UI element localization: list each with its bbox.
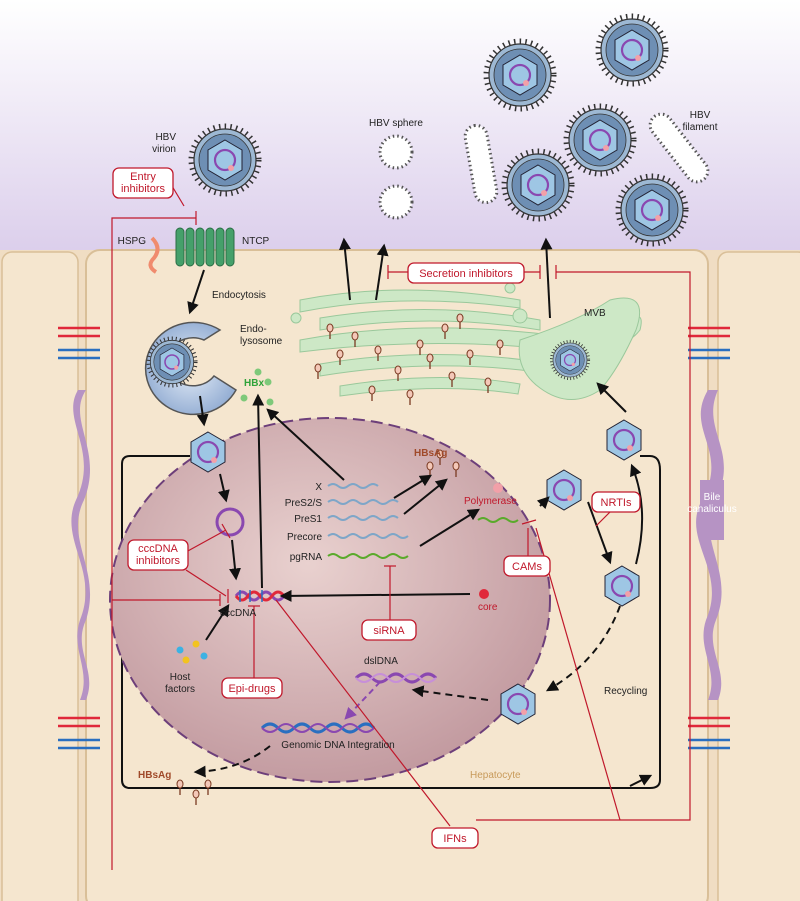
ntcp-receptor — [175, 227, 235, 267]
svg-text:NRTIs: NRTIs — [601, 497, 632, 509]
label-x: X — [315, 482, 322, 493]
svg-text:siRNA: siRNA — [373, 625, 405, 637]
host-factors-dots — [176, 640, 208, 664]
label-core: core — [478, 602, 498, 613]
label-integration: Genomic DNA Integration — [281, 740, 394, 751]
hbv-spheres — [378, 134, 414, 220]
label-polymerase: Polymerase — [464, 496, 517, 507]
label-precore: Precore — [287, 532, 322, 543]
label-endolysosome: Endo-lysosome — [240, 324, 283, 347]
svg-text:Secretion inhibitors: Secretion inhibitors — [419, 268, 513, 280]
svg-text:Epi-drugs: Epi-drugs — [228, 683, 276, 695]
nucleus — [109, 417, 551, 783]
epi-drugs-box: Epi-drugs — [221, 677, 283, 699]
core-dot — [479, 589, 489, 599]
secretion-inhibitors-box: Secretion inhibitors — [407, 262, 525, 284]
hbx-dots — [240, 368, 274, 406]
bile-canaliculus-left — [71, 390, 91, 700]
label-ntcp: NTCP — [242, 236, 270, 247]
label-hbsag-bottom: HBsAg — [138, 770, 171, 781]
dsldna — [354, 672, 438, 684]
genomic-dna — [260, 722, 376, 734]
label-mvb: MVB — [584, 308, 606, 319]
right-neighbour-cell — [717, 251, 800, 901]
label-hspg: HSPG — [118, 236, 147, 247]
hbv-filaments — [463, 112, 710, 205]
sirna-box: siRNA — [361, 619, 417, 641]
hspg — [148, 236, 160, 274]
label-dsldna: dslDNA — [364, 656, 398, 667]
label-pgrna: pgRNA — [290, 552, 323, 563]
rcdna-circle — [215, 507, 245, 537]
tight-junctions — [58, 326, 730, 750]
ifns-box: IFNs — [431, 827, 479, 849]
label-recycling: Recycling — [604, 686, 647, 697]
cccdna — [234, 590, 286, 602]
label-hepatocyte: Hepatocyte — [470, 770, 521, 781]
label-pres1: PreS1 — [294, 514, 322, 525]
label-hbv-sphere: HBV sphere — [369, 118, 423, 129]
label-pres2s: PreS2/S — [285, 498, 323, 509]
rna-transcripts — [327, 483, 519, 559]
label-hbx: HBx — [244, 378, 264, 389]
svg-text:CAMs: CAMs — [512, 561, 542, 573]
label-hbsag-top: HBsAg — [414, 448, 447, 459]
svg-text:IFNs: IFNs — [443, 833, 467, 845]
polymerase-dot — [493, 483, 503, 493]
bile-canaliculus-right — [696, 390, 724, 700]
nrtis-box: NRTIs — [591, 491, 641, 513]
label-cccdna: cccDNA — [220, 608, 256, 619]
cams-box: CAMs — [503, 555, 551, 577]
label-endocytosis: Endocytosis — [212, 290, 266, 301]
